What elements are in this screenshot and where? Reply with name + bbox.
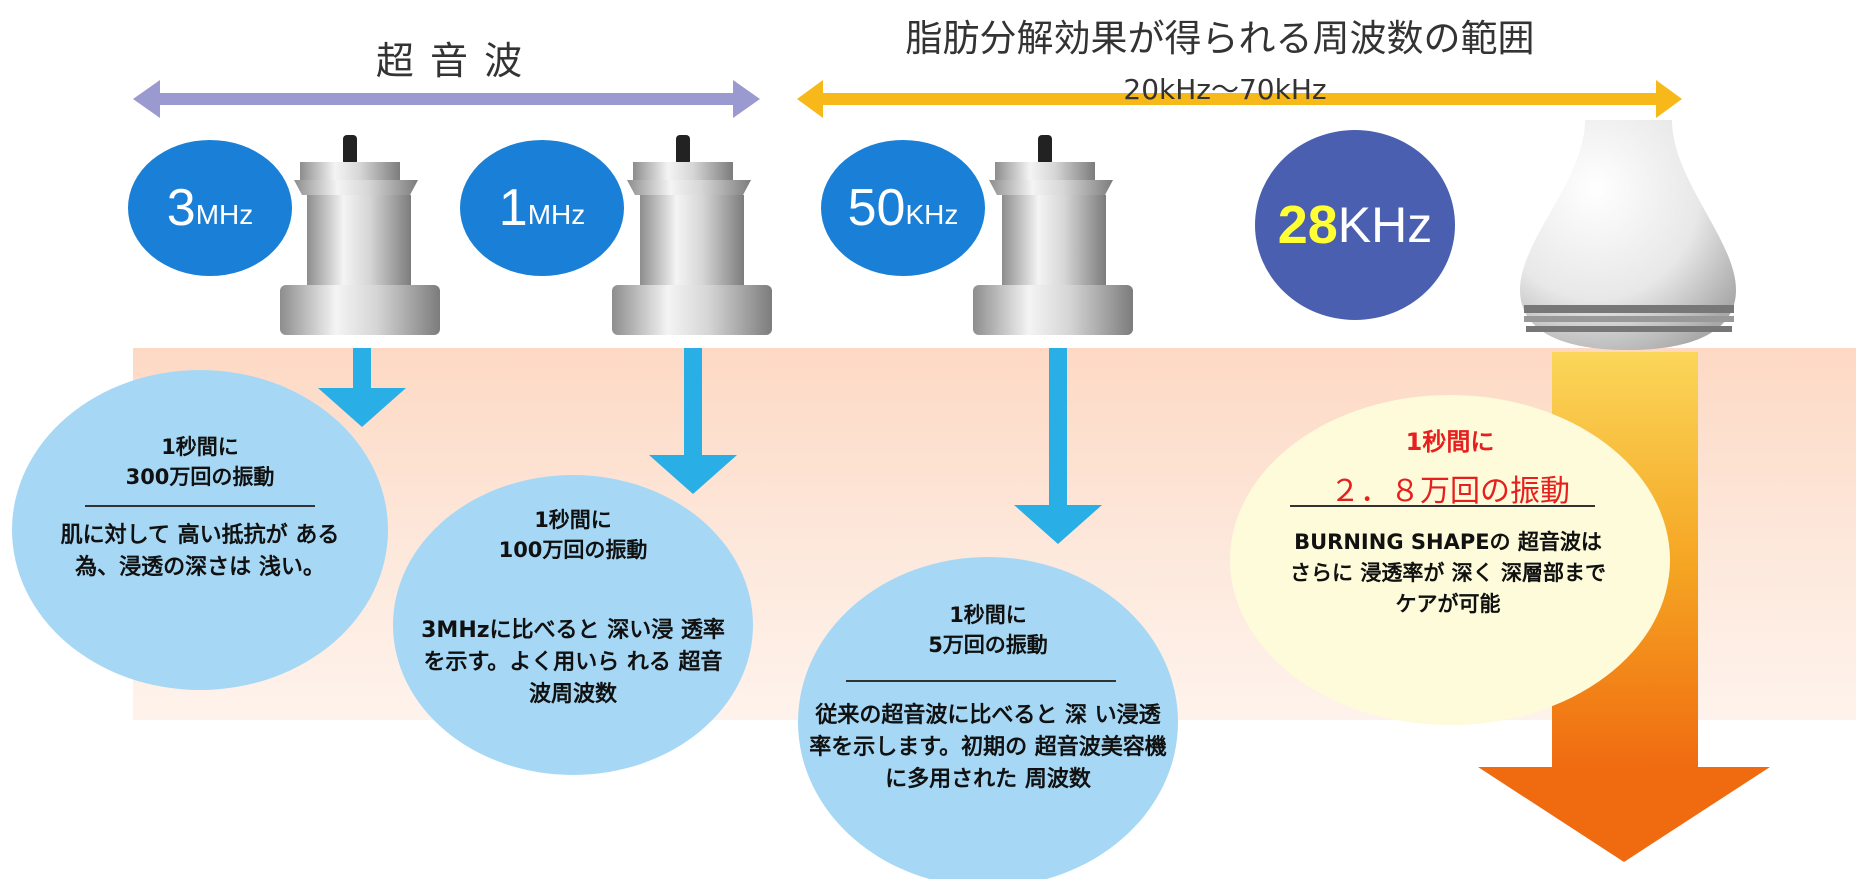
ultrasound-range-arrow — [133, 80, 760, 118]
bubble-3-title: 1秒間に 5万回の振動 — [858, 600, 1118, 660]
bubble-line2: 100万回の振動 — [498, 538, 648, 562]
freq-label-3mhz: 3 MHz — [128, 179, 292, 237]
freq-unit: MHz — [195, 199, 254, 230]
bubble-shape-4 — [1230, 395, 1670, 725]
freq-label-50khz: 50 KHz — [821, 179, 985, 237]
fat-range-arrow — [797, 80, 1682, 118]
bubble-2-desc: 3MHzに比べると 深い浸 透率を示す。よく用いら れる 超音波周波数 — [421, 618, 725, 707]
ellipse-28khz — [1255, 130, 1455, 320]
freq-label-1mhz: 1 MHz — [460, 179, 624, 237]
bubble-4-line2: ２．８万回の振動 — [1330, 474, 1570, 509]
bubble-line1: 1秒間に — [161, 435, 239, 459]
freq-unit: MHz — [527, 199, 586, 230]
bubble-shape-2 — [393, 475, 753, 775]
probe-1 — [280, 135, 440, 335]
fat-range-subtitle: 20kHz〜70kHz — [1123, 73, 1327, 106]
ellipse-1mhz — [460, 140, 624, 276]
down-arrow-2 — [649, 348, 737, 494]
bubble-shape-3 — [798, 557, 1178, 879]
bubble-line2: 5万回の振動 — [928, 633, 1048, 657]
burning-shape-device — [1520, 120, 1736, 350]
freq-number: 3 — [166, 179, 196, 237]
bubble-4-divider — [1290, 505, 1595, 507]
bubble-1-divider — [85, 505, 315, 507]
bubble-line1: 1秒間に — [534, 508, 612, 532]
bubble-1-desc: 肌に対して 高い抵抗が ある為、浸透の深さは 浅い。 — [60, 523, 340, 580]
freq-number: 28 — [1277, 195, 1338, 255]
bubble-2-title: 1秒間に 100万回の振動 — [443, 505, 703, 565]
ultrasound-label: 超 音 波 — [375, 39, 525, 83]
ellipse-3mhz — [128, 140, 292, 276]
bubble-line2: 300万回の振動 — [125, 465, 275, 489]
freq-unit: KHz — [905, 199, 959, 230]
bubble-1-title: 1秒間に 300万回の振動 — [70, 432, 330, 492]
freq-unit: KHz — [1337, 197, 1433, 253]
freq-label-28khz: 28 KHz — [1255, 190, 1455, 260]
bubble-shape-1 — [12, 370, 388, 690]
fat-range-title: 脂肪分解効果が得られる周波数の範囲 — [905, 17, 1535, 60]
bubble-line1: 1秒間に — [949, 603, 1027, 627]
freq-number: 1 — [498, 179, 528, 237]
bubble-4-line1: 1秒間に — [1405, 428, 1495, 456]
probe-3 — [973, 135, 1133, 335]
bubble-3-desc: 従来の超音波に比べると 深 い浸透率を示します。初期の 超音波美容機 に多用され… — [809, 703, 1167, 792]
probe-2 — [612, 135, 772, 335]
down-arrow-3 — [1014, 348, 1102, 544]
bubble-3-divider — [846, 680, 1116, 682]
freq-number: 50 — [847, 179, 906, 237]
down-arrow-1 — [318, 348, 406, 427]
ellipse-50khz — [821, 140, 985, 276]
bubble-4-desc: BURNING SHAPEの 超音波はさらに 浸透率が 深く 深層部までケアが可… — [1290, 530, 1606, 616]
